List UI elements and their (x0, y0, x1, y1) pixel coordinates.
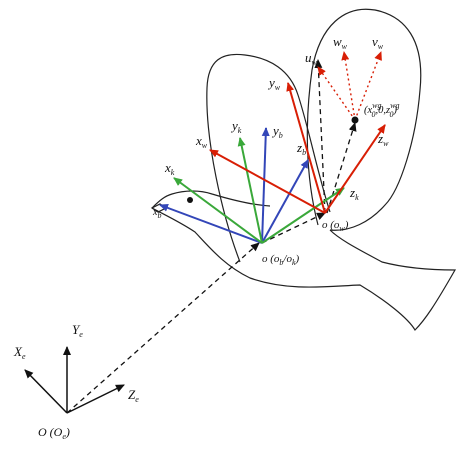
body-outline (151, 190, 457, 331)
back-wing-outline (206, 53, 331, 263)
body-origin-label: o (ob/ok) (262, 253, 300, 267)
yb-label: yb (271, 123, 283, 140)
xk-axis (173, 177, 263, 244)
wing-point-marker (351, 116, 359, 124)
zb-label: zb (296, 140, 306, 157)
yk-label: yk (230, 118, 242, 135)
dashed-lines (66, 59, 357, 414)
xb-axis (159, 204, 263, 244)
bird-eye (187, 197, 193, 203)
yw-label: yw (267, 75, 281, 92)
stroke-frame (173, 137, 345, 244)
uw-axis (317, 66, 356, 121)
ww-label: ww (333, 34, 348, 51)
earth-x-label: Xe (13, 344, 26, 361)
wing-hinge-dashed-line (314, 59, 326, 214)
xb-label: xb (152, 207, 161, 220)
ww-axis (341, 51, 356, 121)
wing-origin-label: o (ow) (322, 219, 349, 233)
earth-frame (24, 346, 125, 414)
yk-axis (237, 137, 263, 244)
xk-label: xk (164, 160, 175, 177)
uw-label: uw (305, 50, 318, 67)
front-wing-outline (306, 8, 422, 231)
earth-to-body-dashed-line (66, 242, 260, 414)
earth-x-axis (24, 369, 68, 414)
body-frame (159, 127, 309, 244)
earth-y-label: Ye (72, 322, 83, 339)
vw-axis (354, 51, 382, 121)
zw-axis (324, 124, 386, 214)
earth-z-axis (66, 384, 125, 414)
wing-frame (209, 82, 386, 214)
xw-label: xw (195, 133, 208, 150)
zk-label: zk (349, 185, 359, 202)
earth-z-label: Ze (128, 387, 139, 404)
vw-label: vw (372, 34, 384, 51)
wing-velocity-frame (317, 51, 382, 121)
yw-axis (286, 82, 326, 214)
zb-axis (261, 159, 309, 244)
xw-axis (209, 149, 326, 214)
wing-to-point-dashed-line (326, 122, 357, 214)
zk-axis (261, 187, 345, 244)
earth-origin-label: O (Oe) (38, 425, 70, 441)
body-to-wing-dashed-line (261, 212, 326, 244)
yb-axis (261, 127, 270, 244)
zw-label: zw (377, 131, 389, 148)
